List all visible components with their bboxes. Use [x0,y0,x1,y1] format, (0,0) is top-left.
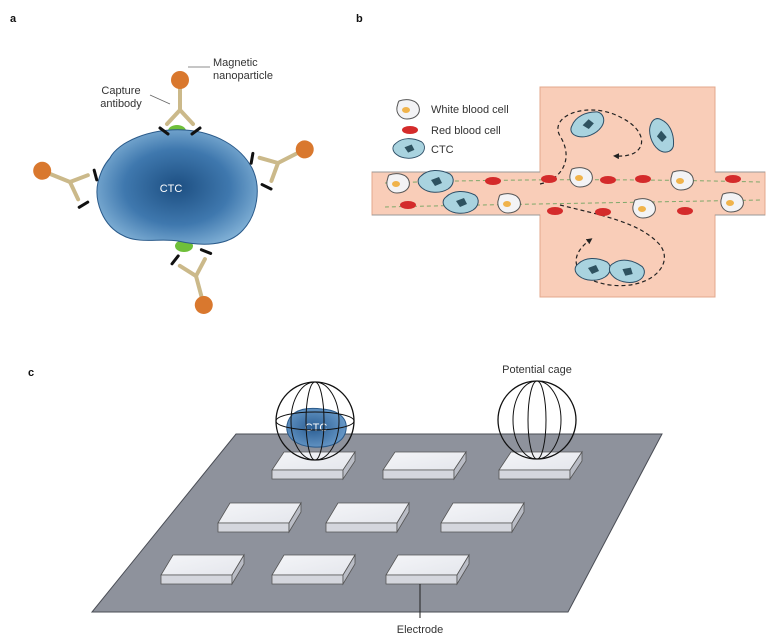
electrode-pad [271,450,356,481]
ctc-cell-c [286,407,347,448]
electrode-pad [217,501,302,534]
panel-c-letter: c [28,367,34,379]
panel-a-letter: a [10,13,17,25]
electrode-pad [160,553,245,586]
antibody-label-line1: Capture [101,85,140,97]
ctc-flowing [442,190,479,214]
antibody-leader-line [149,94,171,105]
flow-line-lower [384,199,761,208]
wbc-flowing [386,173,410,194]
panel-a: a CTC Magnetic nanoparticle Capture anti… [10,13,324,321]
vortex-upper [539,109,643,185]
antibody-bottom [168,245,228,321]
rbc-flowing [595,208,611,216]
electrode-label: Electrode [397,624,443,636]
rbc-flowing [541,175,557,183]
panel-b-letter: b [356,13,363,25]
legend-label-rbc: Red blood cell [431,125,501,137]
wbc-flowing [497,193,521,214]
electrode-pad [440,501,525,534]
legend-label-wbc: White blood cell [431,104,509,116]
magnetic-label-line1: Magnetic [213,57,258,69]
rbc-flowing [677,207,693,215]
trapped-ctc [574,257,611,281]
ctc-icon [392,138,425,159]
red-blood-cell-icon [402,126,418,134]
white-blood-cell-icon [396,99,420,120]
rbc-flowing [600,176,616,184]
wbc-flowing [569,167,593,188]
rbc-flowing [547,207,563,215]
potential-cage-label: Potential cage [502,364,572,376]
legend: White blood cell Red blood cell CTC [392,99,509,159]
antibody-label-line2: antibody [100,98,142,110]
wbc-flowing [720,192,744,213]
antibody-right [245,125,324,194]
electrode-pads [160,450,583,586]
electrode-pad [325,501,410,534]
rbc-flowing [635,175,651,183]
wbc-flowing [670,170,694,191]
ctc-flowing [417,169,454,193]
rbc-flowing [400,201,416,209]
magnetic-label-line2: nanoparticle [213,70,273,82]
panel-c: c [28,364,663,636]
potential-cage-with-ctc: CTC [275,381,355,461]
electrode-pad [271,553,356,586]
legend-label-ctc: CTC [431,144,454,156]
antibody-left [24,146,102,212]
electrode-pad [498,450,583,481]
potential-cage-empty [497,380,577,460]
wbc-flowing [632,198,656,219]
ctc-cell-a [96,129,258,245]
panel-b: b [356,13,766,298]
electrode-pad [385,553,470,586]
ctc-label-a: CTC [160,183,183,195]
electrode-pad [382,450,467,481]
rbc-flowing [725,175,741,183]
rbc-flowing [485,177,501,185]
ctc-label-c: CTC [305,422,328,434]
